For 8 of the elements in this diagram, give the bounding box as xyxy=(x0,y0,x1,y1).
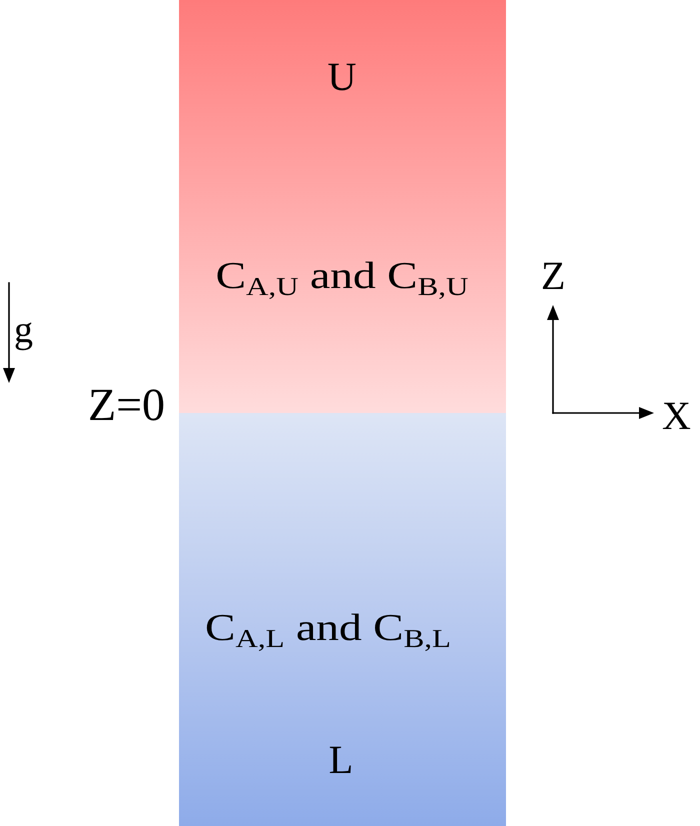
upper-fluid-layer xyxy=(179,0,506,413)
layer-label: L xyxy=(328,740,354,780)
layer-label: U xyxy=(328,57,356,97)
axis-label: X xyxy=(662,396,691,436)
axis-label: Z xyxy=(541,256,566,296)
gravity-label: g xyxy=(14,311,33,349)
lower-fluid-layer xyxy=(179,413,506,826)
interface-label: Z=0 xyxy=(88,382,166,428)
